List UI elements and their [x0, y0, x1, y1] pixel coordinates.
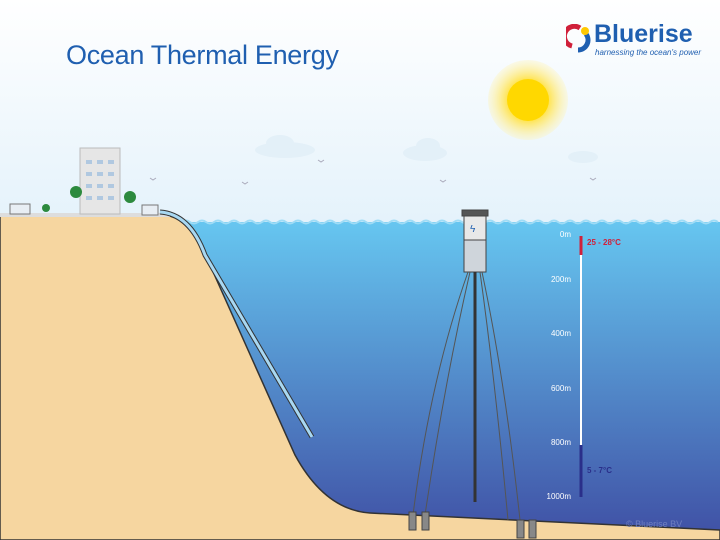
plant-building: [9, 203, 31, 215]
platform: [461, 209, 489, 273]
birds: [149, 159, 597, 185]
lightning-icon: ϟ: [470, 224, 476, 235]
wave-line: [149, 219, 719, 225]
depth-label: 200m: [550, 275, 571, 284]
page-title: Ocean Thermal Energy: [66, 40, 339, 70]
hotel-building: [79, 147, 121, 215]
shore-road: [0, 213, 170, 217]
depth-label: 0m: [559, 230, 571, 239]
logo-icon: [566, 24, 591, 53]
depth-label: 400m: [550, 329, 571, 338]
depth-label: 800m: [550, 438, 571, 447]
logo-tagline: harnessing the ocean's power: [595, 48, 702, 57]
depth-label: 600m: [550, 384, 571, 393]
depth-label: 1000m: [546, 492, 571, 501]
clouds: [255, 135, 598, 163]
platform-pipes: [412, 271, 521, 521]
warm-temp-label: 25 - 28°C: [587, 238, 621, 247]
logo-name: Bluerise: [594, 20, 693, 48]
cold-temp-label: 5 - 7°C: [587, 466, 612, 475]
pump-building: [141, 204, 159, 216]
copyright: © Bluerise BV: [626, 519, 683, 529]
palm-trees: [42, 186, 136, 212]
